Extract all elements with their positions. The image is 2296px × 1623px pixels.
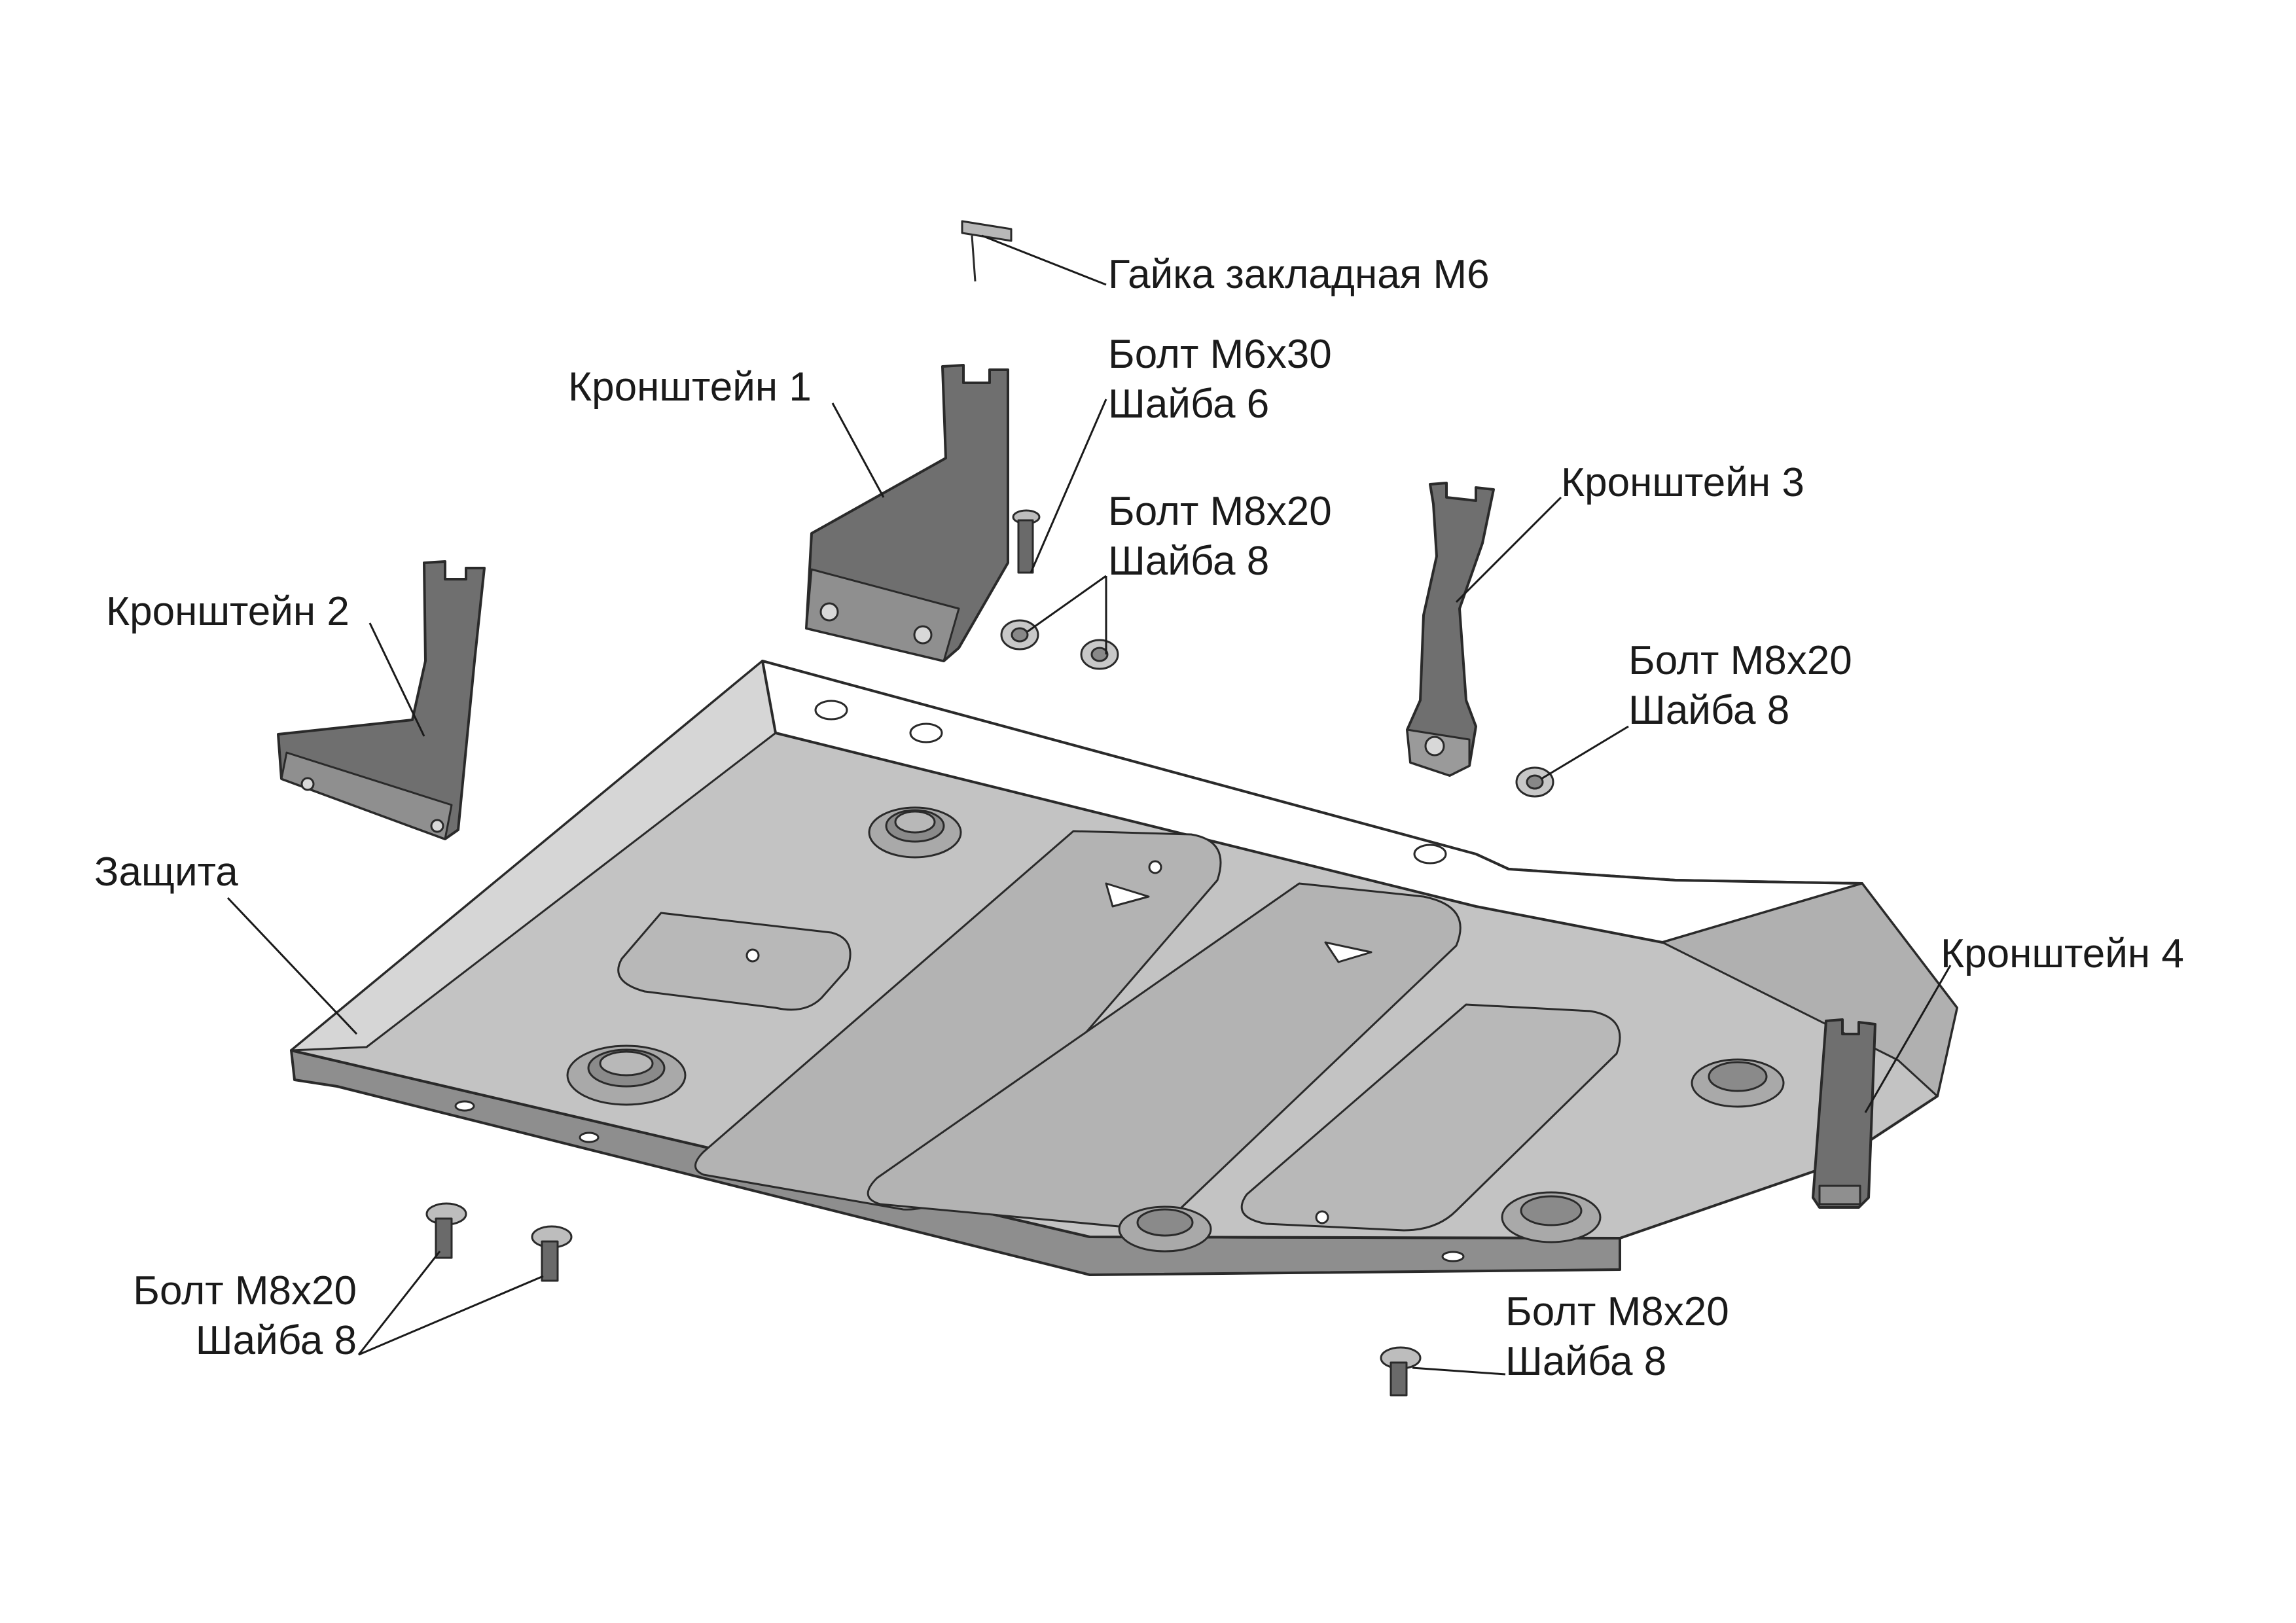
label-washer-6: Шайба 6 (1108, 382, 1269, 427)
bracket-2 (277, 560, 486, 840)
bracket-3 (1406, 482, 1495, 777)
bracket-1 (805, 364, 1009, 662)
label-washer-8: Шайба 8 (1628, 688, 1789, 733)
pocket-hole (1315, 1210, 1329, 1224)
label-guard: Защита (94, 849, 238, 895)
bolt-m8x20-flanged (1000, 619, 1039, 651)
embedded-nut-m6 (961, 220, 1013, 282)
bolt-m6x30 (1012, 509, 1041, 574)
label-washer-8: Шайба 8 (196, 1318, 357, 1363)
label-washer-8: Шайба 8 (1108, 539, 1269, 584)
label-bracket-2: Кронштейн 2 (106, 589, 350, 634)
label-bracket-4: Кронштейн 4 (1941, 931, 2184, 976)
bracket-hole (819, 602, 839, 622)
bracket-hole (913, 625, 933, 645)
label-bracket-3: Кронштейн 3 (1561, 460, 1804, 505)
label-embedded-nut-m6: Гайка закладная М6 (1108, 252, 1490, 297)
front-flange-hole (454, 1100, 475, 1112)
leader-lines (226, 234, 1952, 1376)
label-bracket-1: Кронштейн 1 (568, 365, 812, 410)
pocket-long (1240, 1003, 1621, 1232)
drain-plug (868, 806, 962, 859)
bolt-m8x20 (1380, 1346, 1422, 1397)
drain-plug (1118, 1205, 1212, 1253)
label-bolt-m8x20: Болт М8х20 (133, 1268, 357, 1313)
label-washer-8: Шайба 8 (1505, 1339, 1666, 1384)
label-bolt-m8x20: Болт М8х20 (1108, 489, 1332, 534)
skid-plate (290, 660, 1958, 1276)
bolt-m8x20 (425, 1202, 467, 1259)
front-flange-hole (1441, 1251, 1465, 1262)
label-bolt-m8x20: Болт М8х20 (1628, 638, 1852, 683)
rear-flange-hole (909, 722, 943, 743)
rear-flange-hole (1413, 844, 1447, 865)
bolt-m8x20-flanged (1080, 639, 1119, 670)
skid-plate-right-rim (1661, 882, 1958, 1097)
label-bolt-m8x20: Болт М8х20 (1505, 1289, 1729, 1334)
bracket-4 (1812, 1018, 1876, 1209)
label-bolt-m6x30: Болт М6х30 (1108, 332, 1332, 377)
front-flange-hole (579, 1132, 600, 1143)
arrow-marker-icon (1324, 941, 1372, 963)
bracket-hole (1424, 736, 1445, 757)
drain-plug (566, 1044, 687, 1106)
pocket-hole (745, 948, 760, 963)
pocket-square (617, 912, 852, 1011)
bracket-hole (430, 819, 444, 833)
bolt-m8x20 (531, 1225, 573, 1282)
rib-hole (1148, 860, 1162, 874)
drain-plug (1691, 1058, 1785, 1108)
bracket-hole (300, 777, 315, 791)
bolt-m8x20-flanged (1515, 766, 1554, 798)
rear-flange-hole (814, 700, 848, 721)
arrow-marker-icon (1105, 882, 1150, 908)
drain-plug (1501, 1191, 1602, 1243)
